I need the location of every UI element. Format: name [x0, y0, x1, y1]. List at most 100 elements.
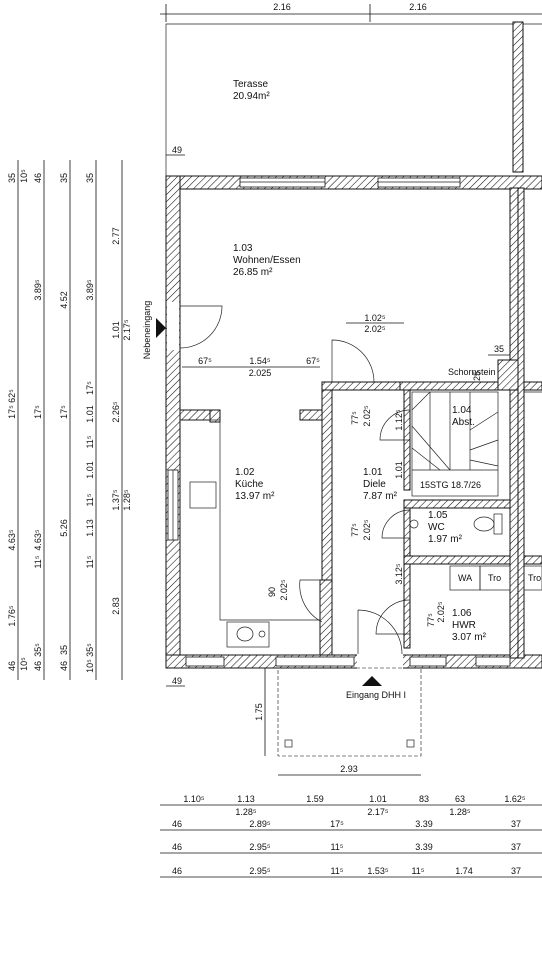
dim-v6-1: 2.83	[111, 597, 121, 615]
dim-b4-2: 2.95⁵	[249, 866, 271, 876]
interior-dimensions: 1.02⁵ 2.02⁵ 67⁵ 1.54⁵ 2.025 67⁵ 35 25 77…	[182, 313, 510, 627]
dim-b2-4: 3.39	[415, 819, 433, 829]
wc-fixtures	[409, 513, 503, 535]
dim-v4-1: 10⁵	[85, 659, 95, 673]
terrace-outline: 49	[165, 21, 542, 176]
room-kitchen-name: Küche	[235, 479, 264, 490]
room-labels: Terasse 20.94m² 1.03 Wohnen/Essen 26.85 …	[233, 79, 496, 643]
window-left-kitchen	[167, 469, 179, 541]
room-living-name: Wohnen/Essen	[233, 255, 301, 266]
neighbor-house: Tro	[517, 187, 542, 659]
room-storage-name: Abst.	[452, 417, 475, 428]
dim-top-2: 2.16	[409, 2, 427, 12]
washer-label: WA	[458, 573, 472, 583]
side-entrance: Nebeneingang	[142, 301, 223, 360]
dim-b1-3: 1.59	[306, 794, 324, 804]
entrance-label: Eingang DHH I	[346, 690, 406, 700]
dim-v1-6: 62⁵	[7, 389, 17, 403]
room-kitchen-number: 1.02	[235, 467, 255, 478]
dim-b1-7: 1.62⁵	[504, 794, 526, 804]
dim-v5-4: 1.01	[111, 321, 121, 339]
dim-v2-6: 3.89⁵	[33, 279, 43, 301]
room-terrace-area: 20.94m²	[233, 91, 270, 102]
room-utility-name: HWR	[452, 620, 476, 631]
chimney-stack	[512, 21, 524, 173]
dim-side-b: 67⁵	[306, 356, 320, 366]
side-entrance-arrow-icon	[156, 318, 166, 338]
dim-v1-1: 46	[7, 661, 17, 671]
entrance-arrow-icon	[362, 676, 382, 686]
dim-b4-5: 11⁵	[411, 866, 424, 876]
staircase: 15STG 18.7/26	[411, 391, 499, 497]
dim-v1-5: 17⁵	[7, 405, 17, 419]
dim-b2-1: 46	[172, 819, 182, 829]
dim-lower-a: 1.54⁵	[249, 356, 271, 366]
dim-v2-2: 35⁵	[33, 643, 43, 657]
dim-v2-5: 17⁵	[33, 405, 43, 419]
dim-b3-1: 46	[172, 842, 182, 852]
room-wc-area: 1.97 m²	[428, 534, 463, 545]
dim-b1-5: 83	[419, 794, 429, 804]
dim-v2-4: 4.63⁵	[33, 529, 43, 551]
dim-v5-3: 2.17⁵	[122, 319, 132, 341]
dim-v1-2: 10⁵	[19, 657, 29, 671]
dim-v4-7: 3.89⁵	[85, 279, 95, 301]
room-wc-name: WC	[428, 522, 445, 533]
dim-v3-7: 17⁵	[59, 405, 69, 419]
dim-v1-7: 35	[7, 173, 17, 183]
windows-top	[239, 177, 461, 188]
dim-b1-1: 1.10⁵	[183, 794, 205, 804]
dim-lower-b: 2.025	[249, 368, 272, 378]
porch: 49 Eingang DHH I 1.75 2.93	[166, 667, 422, 776]
dim-v1-8: 10⁵	[19, 169, 29, 183]
dim-b4-4: 1.53⁵	[367, 866, 389, 876]
dim-b1-sub-2: 2.17⁵	[367, 807, 389, 817]
dim-b3-3: 11⁵	[330, 842, 343, 852]
dim-v4-3: 11⁵	[85, 555, 95, 568]
kitchen-counter	[180, 419, 320, 648]
top-dimension: 2.16 2.16	[160, 2, 542, 22]
dim-v3-9: 35	[59, 173, 69, 183]
interior-walls	[179, 381, 511, 656]
dim-b3-5: 37	[511, 842, 521, 852]
dim-v3-2: 35	[59, 645, 69, 655]
dim-door-202c: 2.02⁵	[436, 601, 446, 623]
dim-b4-3: 11⁵	[330, 866, 343, 876]
dim-v5-1: 1.37⁵	[111, 489, 121, 511]
dim-overhang-bottom: 49	[172, 676, 182, 686]
room-hall-area: 7.87 m²	[363, 491, 398, 502]
dim-v2-7: 46	[33, 173, 43, 183]
dim-chimney-35: 35	[494, 344, 504, 354]
dim-v4-8: 35	[85, 173, 95, 183]
dim-door-77a: 77⁵	[350, 411, 360, 425]
dim-v3-5: 11⁵	[85, 493, 95, 506]
room-hall-number: 1.01	[363, 467, 383, 478]
dim-v5-2: 1.28⁵	[122, 489, 132, 511]
dim-door-77c: 77⁵	[426, 613, 436, 627]
dim-door-312: 3.12⁵	[394, 563, 404, 585]
dim-v2-1: 46	[33, 661, 43, 671]
dim-door-202b: 2.02⁵	[362, 519, 372, 541]
stair-label: 15STG 18.7/26	[420, 480, 481, 490]
interior-doors	[299, 339, 411, 635]
dim-b3-2: 2.95⁵	[249, 842, 271, 852]
side-entrance-label: Nebeneingang	[142, 301, 152, 360]
room-living-number: 1.03	[233, 243, 253, 254]
dim-b1-sub-3: 1.28⁵	[449, 807, 471, 817]
dim-porch-width: 2.93	[340, 764, 358, 774]
room-terrace-name: Terasse	[233, 79, 268, 90]
room-utility-number: 1.06	[452, 608, 472, 619]
room-living-area: 26.85 m²	[233, 267, 273, 278]
dim-v6-3: 2.77	[111, 227, 121, 245]
dim-b1-sub-1: 1.28⁵	[235, 807, 257, 817]
dim-b1-2: 1.13	[237, 794, 255, 804]
dim-b3-4: 3.39	[415, 842, 433, 852]
dim-door-77b: 77⁵	[350, 523, 360, 537]
dim-b4-7: 37	[511, 866, 521, 876]
dim-v3-1: 46	[59, 661, 69, 671]
windows-bottom	[185, 656, 511, 667]
dim-overhang-top: 49	[172, 145, 182, 155]
chimney-label: Schornstein	[448, 367, 496, 377]
dim-v2-3: 11⁵	[33, 555, 43, 568]
